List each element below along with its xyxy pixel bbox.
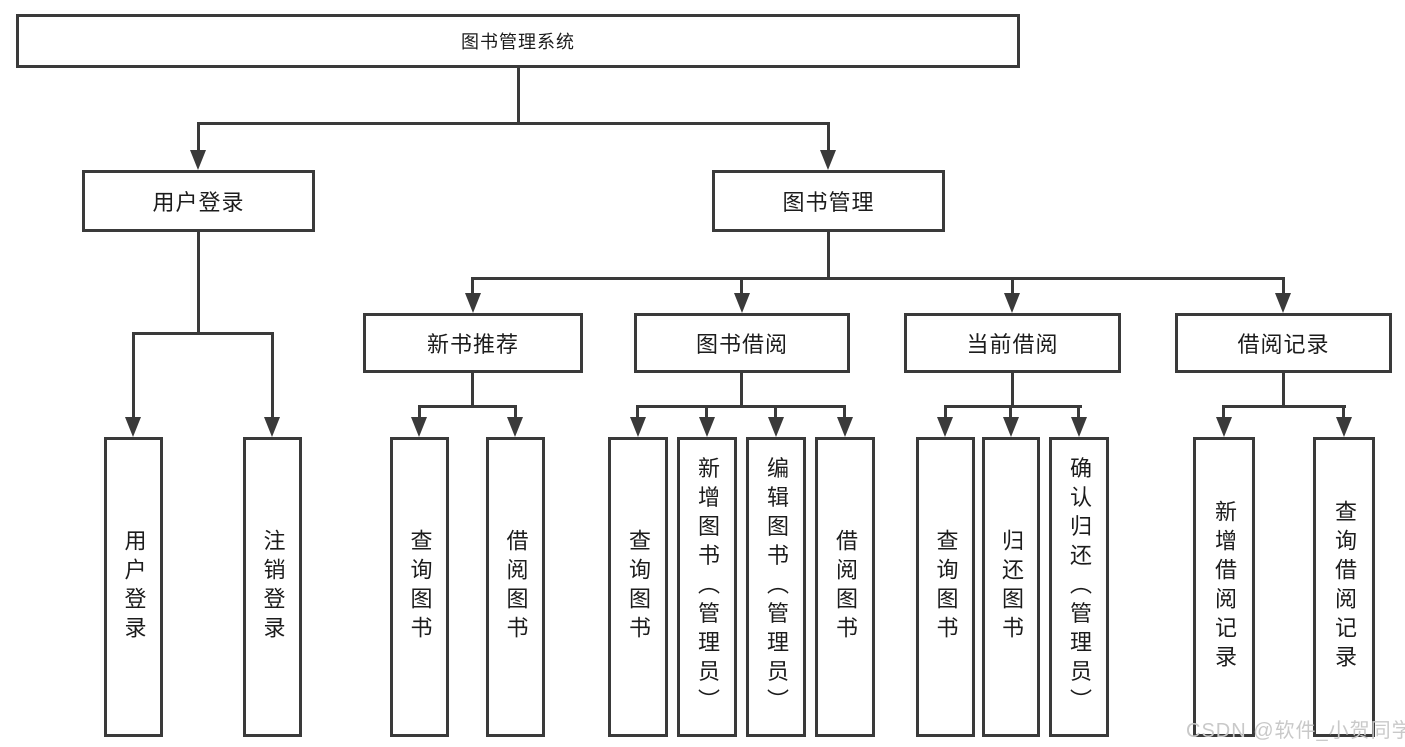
- connector-drop: [843, 405, 846, 421]
- leaf-label: 查询借阅记录: [1332, 500, 1357, 674]
- node-borrow-record: 借阅记录: [1175, 313, 1392, 373]
- connector-current-borrow-bar: [944, 405, 1082, 408]
- connector-level3-bar: [471, 277, 1285, 280]
- connector-new-book-bar: [418, 405, 517, 408]
- leaf-borrow-book: 借阅图书: [815, 437, 875, 737]
- connector-drop: [514, 405, 517, 421]
- connector-drop-user-login: [197, 122, 200, 156]
- connector-drop-book-management: [827, 122, 830, 156]
- arrow-down-icon: [1071, 417, 1087, 437]
- arrow-down-icon: [837, 417, 853, 437]
- connector-drop-book-borrow: [740, 277, 743, 299]
- connector-root-stem: [517, 68, 520, 125]
- leaf-label: 借阅图书: [503, 529, 529, 645]
- connector-drop: [1009, 405, 1012, 421]
- arrow-down-icon: [1336, 417, 1352, 437]
- leaf-label: 查询图书: [407, 529, 433, 645]
- arrow-down-icon: [507, 417, 523, 437]
- arrow-down-icon: [125, 417, 141, 437]
- arrow-down-icon: [264, 417, 280, 437]
- connector-drop-leaf-logout: [271, 332, 274, 420]
- node-book-borrow: 图书借阅: [634, 313, 850, 373]
- arrow-down-icon: [699, 417, 715, 437]
- arrow-down-icon: [1004, 293, 1020, 313]
- node-user-login: 用户登录: [82, 170, 315, 232]
- connector-drop: [418, 405, 421, 421]
- arrow-down-icon: [1275, 293, 1291, 313]
- leaf-edit-book-admin: 编辑图书（管理员）: [746, 437, 806, 737]
- arrow-down-icon: [1216, 417, 1232, 437]
- connector-drop-new-book: [471, 277, 474, 299]
- connector-book-management-stem: [827, 232, 830, 280]
- arrow-down-icon: [630, 417, 646, 437]
- watermark: CSDN @软件_小贺同学: [1186, 720, 1405, 742]
- arrow-down-icon: [768, 417, 784, 437]
- leaf-label: 查询图书: [933, 529, 959, 645]
- connector-user-login-bar: [132, 332, 274, 335]
- arrow-down-icon: [820, 150, 836, 170]
- leaf-query-book-recommend: 查询图书: [390, 437, 449, 737]
- arrow-down-icon: [411, 417, 427, 437]
- leaf-logout: 注销登录: [243, 437, 302, 737]
- connector-drop: [774, 405, 777, 421]
- leaf-add-book-admin: 新增图书（管理员）: [677, 437, 737, 737]
- node-borrow-record-label: 借阅记录: [1237, 332, 1330, 357]
- leaf-label: 用户登录: [121, 529, 147, 645]
- connector-drop: [1342, 405, 1345, 421]
- node-book-management-label: 图书管理: [782, 190, 875, 215]
- connector-book-borrow-bar: [636, 405, 846, 408]
- connector-borrow-record-stem: [1282, 373, 1285, 408]
- leaf-query-book: 查询图书: [608, 437, 668, 737]
- connector-drop-leaf-login: [132, 332, 135, 420]
- connector-current-borrow-stem: [1011, 373, 1014, 408]
- node-root-label: 图书管理系统: [461, 32, 575, 52]
- arrow-down-icon: [1003, 417, 1019, 437]
- connector-user-login-stem: [197, 232, 200, 335]
- connector-drop-borrow-record: [1282, 277, 1285, 299]
- node-current-borrow: 当前借阅: [904, 313, 1121, 373]
- arrow-down-icon: [734, 293, 750, 313]
- leaf-borrow-book-recommend: 借阅图书: [486, 437, 545, 737]
- leaf-query-borrow-record: 查询借阅记录: [1313, 437, 1375, 737]
- arrow-down-icon: [190, 150, 206, 170]
- leaf-label: 新增借阅记录: [1212, 500, 1237, 674]
- connector-drop-current-borrow: [1011, 277, 1014, 299]
- connector-drop: [1222, 405, 1225, 421]
- leaf-label: 归还图书: [999, 529, 1024, 645]
- connector-drop: [1077, 405, 1080, 421]
- connector-new-book-stem: [471, 373, 474, 408]
- node-new-book-recommend: 新书推荐: [363, 313, 583, 373]
- connector-drop: [636, 405, 639, 421]
- leaf-label: 确认归还（管理员）: [1067, 456, 1092, 718]
- leaf-label: 新增图书（管理员）: [695, 456, 720, 718]
- leaf-label: 注销登录: [260, 529, 286, 645]
- connector-borrow-record-bar: [1222, 405, 1346, 408]
- leaf-add-borrow-record: 新增借阅记录: [1193, 437, 1255, 737]
- leaf-label: 编辑图书（管理员）: [764, 456, 789, 718]
- arrow-down-icon: [465, 293, 481, 313]
- node-user-login-label: 用户登录: [152, 190, 245, 215]
- node-root: 图书管理系统: [16, 14, 1020, 68]
- connector-book-borrow-stem: [740, 373, 743, 408]
- connector-root-bar: [197, 122, 830, 125]
- leaf-return-book: 归还图书: [982, 437, 1040, 737]
- arrow-down-icon: [937, 417, 953, 437]
- node-book-management: 图书管理: [712, 170, 945, 232]
- leaf-label: 借阅图书: [833, 529, 858, 645]
- node-book-borrow-label: 图书借阅: [695, 332, 788, 357]
- node-current-borrow-label: 当前借阅: [966, 332, 1059, 357]
- leaf-query-current: 查询图书: [916, 437, 975, 737]
- connector-drop: [944, 405, 947, 421]
- leaf-label: 查询图书: [626, 529, 651, 645]
- node-new-book-recommend-label: 新书推荐: [426, 332, 519, 357]
- leaf-user-login: 用户登录: [104, 437, 163, 737]
- leaf-confirm-return-admin: 确认归还（管理员）: [1049, 437, 1109, 737]
- connector-drop: [705, 405, 708, 421]
